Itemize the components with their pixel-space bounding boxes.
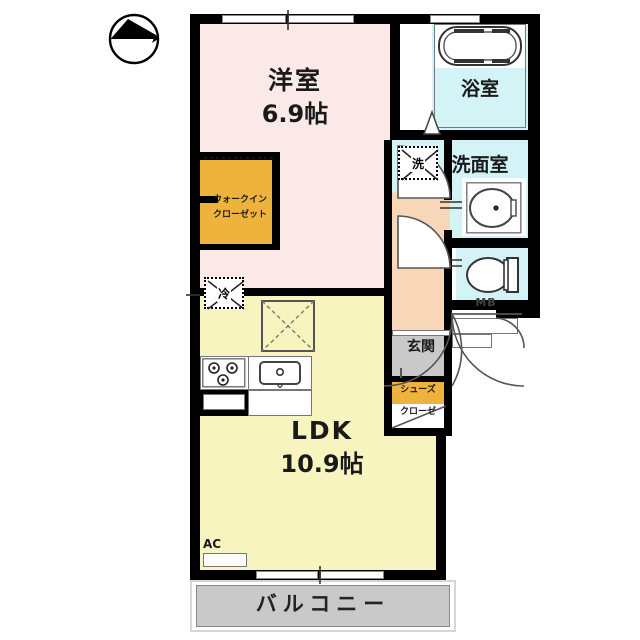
crossed-square-fixture-icon [261, 300, 315, 352]
room-fill-balcony [196, 585, 450, 627]
label-balcony: バルコニー [255, 592, 391, 616]
refrigerator-marker: 冷 [204, 277, 245, 310]
meter-box-cabinet [452, 318, 518, 334]
label-bedroom-size: 6.9帖 [261, 100, 329, 128]
wall-wic-door-stub [190, 196, 218, 203]
label-ldk-name: LDK [290, 416, 354, 445]
label-meter-box: MB [475, 296, 497, 309]
window-bedroom-top-right [288, 15, 354, 23]
bedroom-door-mark [186, 286, 200, 298]
label-entrance: 玄関 [407, 339, 435, 355]
label-shoe-closet-line2: クローゼ [399, 407, 436, 417]
label-ldk-size: 10.9帖 [280, 450, 364, 478]
wall-washroom-bottom [450, 238, 540, 248]
corridor-door-marks [440, 196, 462, 209]
window-bath-top [430, 15, 480, 23]
refrigerator-marker-label: 冷 [216, 284, 231, 302]
wall-genkan-bottom [384, 428, 452, 436]
wall-bedroom-bath-divider [390, 14, 400, 140]
kitchen-base-cabinet-right [248, 390, 312, 416]
window-ldk-bottom-right [320, 571, 384, 579]
window-bedroom-top-left [222, 15, 286, 23]
north-arrow-icon [108, 13, 160, 65]
label-walk-in-closet-line2: クローゼット [212, 210, 267, 220]
kitchen-sink-icon [258, 360, 302, 390]
kitchen-base-cabinet-left [203, 394, 245, 410]
wall-corridor-right-lower [444, 230, 452, 310]
label-shoe-closet-line1: シューズ [400, 385, 436, 395]
label-ac: AC [203, 537, 222, 551]
bath-room-outline [434, 24, 526, 128]
wall-ldk-bottom [190, 570, 446, 580]
wall-bedroom-ldk-divider [190, 288, 390, 296]
room-fill-shoe-closet [390, 382, 446, 404]
wall-mb-partition [496, 310, 540, 318]
genkan-step [392, 330, 450, 336]
corridor-door-marks-lower [440, 254, 462, 267]
label-bedroom-name: 洋室 [267, 66, 322, 95]
gas-stove-icon [202, 358, 246, 388]
toilet-bowl-icon [462, 252, 524, 298]
washing-machine-marker: 洗 [398, 146, 439, 181]
wall-corridor-left [384, 140, 392, 300]
wall-wic-bottom [190, 244, 280, 250]
meter-box-cabinet-lower [452, 334, 492, 348]
window-ldk-bottom-left [256, 571, 318, 579]
bathtub-icon [438, 26, 522, 66]
wall-wic-right [272, 152, 280, 248]
ac-unit-outline [203, 553, 247, 567]
washing-machine-marker-label: 洗 [410, 154, 425, 172]
wall-bath-bottom [390, 130, 540, 140]
label-bathroom: 浴室 [460, 78, 499, 100]
label-washroom: 洗面室 [451, 154, 509, 176]
balcony-outer-edge [190, 580, 456, 632]
wash-basin-icon [466, 182, 522, 234]
wall-right-lower-return [450, 300, 540, 310]
wall-exterior-right [528, 14, 540, 310]
room-fill-walk-in-closet [200, 160, 280, 248]
wall-exterior-left [190, 14, 200, 580]
label-walk-in-closet-line1: ウォークイン [212, 195, 267, 205]
shoe-closet-door-line [400, 368, 402, 378]
wall-wic-top [190, 152, 280, 160]
wall-ldk-right [436, 428, 446, 580]
